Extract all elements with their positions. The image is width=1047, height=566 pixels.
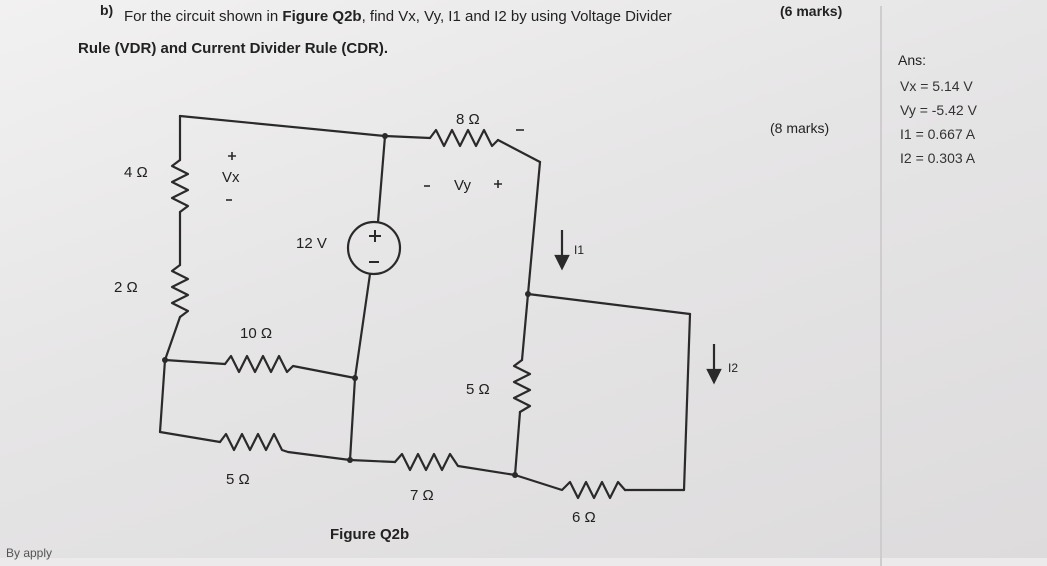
- junction-dot: [382, 133, 388, 139]
- label-r5-horizontal: 5 Ω: [226, 471, 250, 488]
- figure-reference: Figure Q2b: [282, 8, 362, 25]
- wire-5ohm-bottom: [513, 410, 522, 477]
- current-arrowhead-i2: [706, 368, 722, 385]
- label-source: 12 V: [296, 235, 327, 252]
- wire-5ohm-top: [520, 292, 530, 362]
- resistor-7ohm: [393, 452, 517, 477]
- footer-cutoff-text: By apply: [6, 546, 53, 560]
- question-text-suffix: , find V: [361, 8, 409, 25]
- wire-top-to-8ohm: [383, 134, 432, 140]
- question-line-1: For the circuit shown in Figure Q2b, fin…: [124, 8, 672, 25]
- answer-title: Ans:: [898, 52, 927, 68]
- wire-i2-top: [526, 292, 692, 316]
- answer-vx: Vx = 5.14 V: [900, 78, 973, 94]
- wire-10ohm-left: [163, 358, 227, 366]
- wire-top-left: [178, 114, 387, 138]
- resistor-10ohm: [223, 354, 357, 380]
- figure-caption: Figure Q2b: [330, 526, 410, 543]
- junction-dot: [525, 291, 531, 297]
- wire-right-upper: [526, 160, 542, 296]
- junction-dot: [352, 375, 358, 381]
- answer-vy: Vy = -5.42 V: [900, 102, 977, 118]
- resistor-4ohm: [170, 158, 190, 214]
- vx-plus-sign: [228, 152, 236, 160]
- wire-left-bottom: [163, 315, 182, 362]
- label-r4: 4 Ω: [124, 164, 148, 181]
- resistor-2ohm: [170, 263, 190, 319]
- question-line-2: Rule (VDR) and Current Divider Rule (CDR…: [78, 40, 389, 57]
- resistor-5ohm-vertical: [512, 358, 532, 414]
- wire-bottom-mid: [348, 458, 397, 464]
- label-r2: 2 Ω: [114, 279, 138, 296]
- answer-i2: I2 = 0.303 A: [900, 150, 976, 166]
- label-r10: 10 Ω: [240, 325, 272, 342]
- label-r8: 8 Ω: [456, 111, 480, 128]
- resistor-6ohm: [513, 473, 627, 500]
- label-i1: I1: [574, 243, 584, 257]
- label-r6: 6 Ω: [572, 509, 596, 526]
- question-number: b): [100, 2, 114, 18]
- answer-divider: [880, 6, 882, 566]
- label-vy: Vy: [454, 177, 471, 194]
- wire-top-right: [496, 138, 542, 164]
- question-text-rest: x, Vy, I1 and I2 by using Voltage Divide…: [408, 8, 672, 25]
- resistor-8ohm: [428, 128, 500, 148]
- marks-label: (8 marks): [770, 120, 830, 136]
- label-i2: I2: [728, 361, 738, 375]
- current-arrowhead-i1: [554, 254, 570, 271]
- voltage-source-12v: [346, 220, 402, 276]
- wire-5ohm-left: [158, 430, 222, 444]
- junction-dot: [512, 472, 518, 478]
- marks-label-top: (6 marks): [780, 3, 843, 19]
- wire-center-lower: [348, 376, 357, 462]
- question-text-prefix: For the circuit shown in: [124, 8, 283, 25]
- label-r5-vertical: 5 Ω: [466, 381, 490, 398]
- wire-lower-left-vertical: [158, 358, 167, 434]
- wire-center-bottom: [353, 272, 372, 380]
- junction-dot: [162, 357, 168, 363]
- label-vx: Vx: [222, 169, 240, 186]
- junction-dot: [347, 457, 353, 463]
- source-plus-sign: [369, 230, 381, 242]
- label-r7: 7 Ω: [410, 487, 434, 504]
- vy-plus-sign: [494, 180, 502, 188]
- wire-i2-right: [682, 312, 692, 492]
- answer-i1: I1 = 0.667 A: [900, 126, 976, 142]
- resistor-5ohm-horizontal: [218, 432, 352, 462]
- wire-center-top: [376, 134, 387, 224]
